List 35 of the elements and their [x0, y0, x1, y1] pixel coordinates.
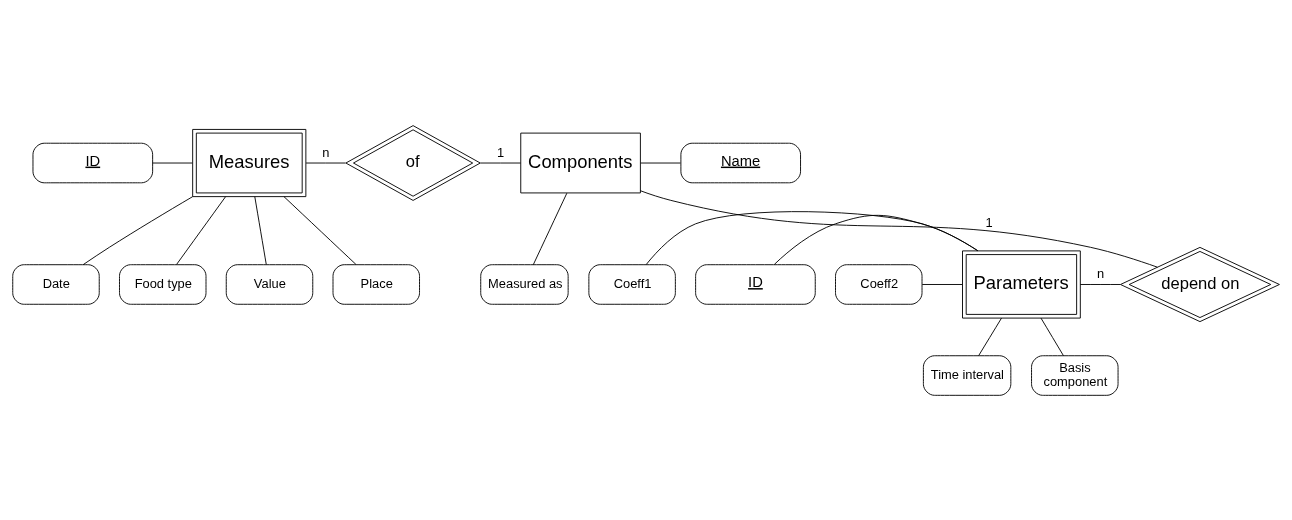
connector: [645, 210, 979, 265]
node-box: Time interval: [922, 354, 1012, 396]
node-box: Basis component: [1031, 354, 1119, 396]
node-box: Place: [332, 263, 420, 305]
node-box: Name: [680, 142, 801, 183]
node-box: ID: [695, 263, 816, 305]
connector: [152, 162, 193, 163]
node-box: Value: [225, 263, 314, 305]
node-box: Food type: [119, 263, 207, 305]
edge-label: 1: [497, 144, 505, 160]
connector: [921, 283, 963, 285]
edge-label: n: [322, 144, 330, 160]
connector: [978, 317, 1002, 356]
connector: [254, 195, 267, 265]
connector: [640, 162, 681, 163]
connector: [1040, 317, 1064, 356]
node-box: ID: [32, 142, 154, 183]
connector: [176, 195, 227, 265]
connector: [480, 162, 522, 163]
connector: [82, 195, 194, 265]
node-box: Coeff1: [588, 263, 676, 305]
connector: [1079, 283, 1121, 285]
edge-label: n: [1096, 265, 1105, 281]
node-box: Coeff2: [835, 263, 923, 305]
connector: [773, 214, 979, 265]
node-box: Components: [520, 132, 641, 193]
connector: [283, 195, 357, 265]
edge-label: 1: [985, 214, 993, 230]
node-box: Measured as: [480, 263, 569, 305]
connector: [532, 192, 568, 265]
node-box: Date: [12, 263, 100, 305]
connector: [640, 189, 1158, 268]
connector: [305, 162, 347, 163]
node-diamond: depend on: [1120, 246, 1280, 322]
node-diamond: of: [345, 124, 481, 201]
